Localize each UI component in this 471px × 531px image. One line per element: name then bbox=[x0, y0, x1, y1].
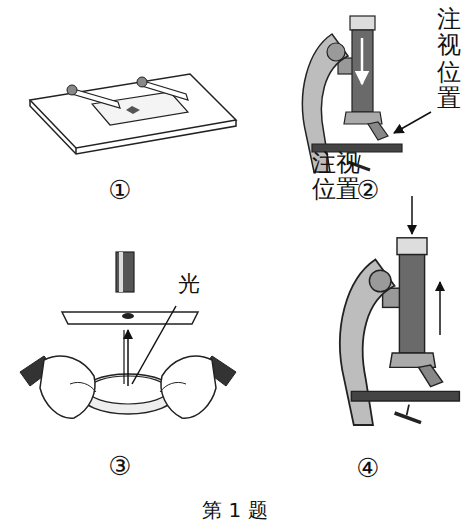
slide-on-stage-part bbox=[70, 88, 120, 108]
mirror-adjusting bbox=[20, 252, 236, 418]
microscope-raising-part bbox=[340, 238, 459, 425]
light-label: 光 bbox=[178, 272, 200, 296]
microscope-raising-part bbox=[411, 196, 413, 234]
watch-position-label: 注视位置 bbox=[437, 6, 461, 112]
slide-on-stage-part bbox=[126, 106, 140, 114]
slide-on-stage-part bbox=[137, 77, 147, 87]
slide-on-stage-part bbox=[30, 74, 236, 148]
mirror-adjusting-part bbox=[119, 252, 123, 292]
mirror-adjusting-part bbox=[132, 306, 176, 384]
watch-position-label: 注视位置 bbox=[312, 150, 360, 203]
mirror-adjusting-part bbox=[127, 330, 129, 386]
mirror-adjusting-part bbox=[62, 312, 198, 324]
microscope-raising-part bbox=[439, 282, 441, 335]
microscope-lowering-part bbox=[361, 38, 364, 84]
mirror-adjusting-part bbox=[116, 252, 134, 292]
mirror-adjusting-part bbox=[160, 382, 186, 392]
microscope-lowering bbox=[302, 16, 431, 172]
mirror-adjusting-part bbox=[122, 313, 134, 319]
slide-on-stage-part bbox=[30, 100, 236, 154]
step-number: ③ bbox=[108, 452, 131, 481]
slide-on-stage-part bbox=[92, 92, 188, 125]
step-number: ① bbox=[108, 176, 131, 205]
slide-on-stage-part bbox=[67, 85, 77, 95]
microscope-raising bbox=[340, 196, 459, 425]
caption: 第 1 题 bbox=[202, 499, 267, 521]
mirror-adjusting-part bbox=[40, 356, 95, 418]
step-number: ④ bbox=[356, 454, 379, 483]
mirror-adjusting-part bbox=[161, 356, 216, 418]
microscope-lowering-part bbox=[394, 112, 431, 133]
slide-on-stage-part bbox=[75, 148, 77, 154]
mirror-adjusting-part bbox=[123, 330, 124, 384]
mirror-adjusting-part bbox=[70, 382, 96, 392]
slide-on-stage bbox=[30, 74, 236, 154]
microscope-lowering-part bbox=[302, 16, 402, 172]
